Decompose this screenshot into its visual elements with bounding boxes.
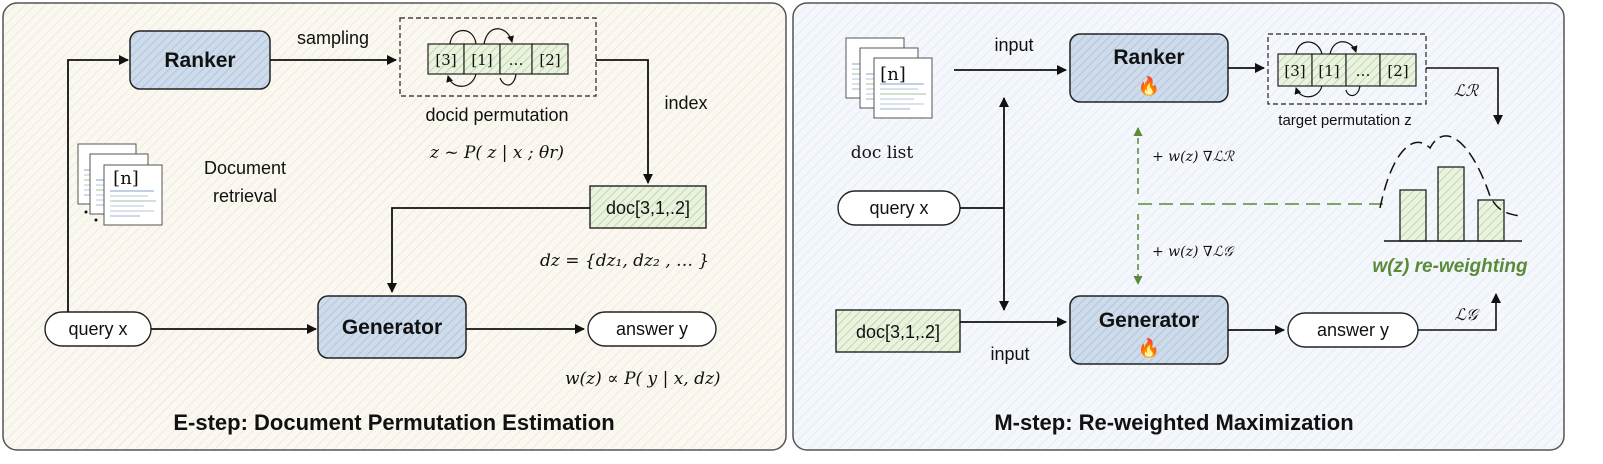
m-loss-r-label: ℒℛ <box>1454 81 1480 100</box>
e-swap-arc-top-2 <box>483 28 514 45</box>
m-answer-label: answer y <box>1317 320 1389 340</box>
m-step-panel: [n] doc list input Ranker 🔥 [3] [1] … [2… <box>792 2 1565 451</box>
m-target-perm-label: target permutation z <box>1278 112 1411 129</box>
m-doc-box <box>835 309 961 353</box>
m-reweight-curve <box>1379 135 1521 217</box>
m-loss-g-label: ℒ𝒢 <box>1455 305 1481 324</box>
m-reweight-bar <box>1437 166 1465 242</box>
e-perm-cell-2-text: [1] <box>471 51 492 69</box>
m-input-top-label: input <box>994 35 1033 55</box>
e-generator-label: Generator <box>342 316 442 339</box>
m-doc-stack-label: [n] <box>880 64 906 85</box>
e-sampling-label: sampling <box>297 28 369 48</box>
m-doc-list-label: doc list <box>851 143 914 163</box>
e-perm-cell-4-text: [2] <box>539 51 560 69</box>
e-step-title: E-step: Document Permutation Estimation <box>173 410 614 435</box>
e-doc-retrieval-line2: retrieval <box>213 186 277 206</box>
m-query-label: query x <box>869 198 928 218</box>
m-perm-cell-1-text: [3] <box>1284 62 1305 80</box>
e-perm-cell-4 <box>531 43 569 75</box>
e-answer-label: answer y <box>616 319 688 339</box>
e-doc-to-generator-arrow <box>387 207 590 293</box>
e-weight-formula: w(z) ∝ P( y | x, dz) <box>565 369 721 389</box>
m-perm-cell-2-text: [1] <box>1318 62 1339 80</box>
e-query-label: query x <box>68 319 127 339</box>
e-index-arrow <box>596 59 653 184</box>
m-ranker-label: Ranker <box>1113 46 1184 69</box>
m-grad-r-label: + w(z) ∇ℒℛ <box>1152 149 1235 165</box>
e-swap-arc-bottom-1 <box>446 73 477 87</box>
e-doc-box <box>589 185 707 229</box>
m-input-bottom-label: input <box>990 344 1029 364</box>
m-permutation-frame <box>1267 33 1427 105</box>
e-step-panel: Ranker sampling [3] [1] … [2] docid perm… <box>2 2 787 451</box>
m-swap-arc-bottom-2 <box>1345 85 1361 97</box>
m-loss-g-arrow <box>1418 293 1501 331</box>
e-perm-caption: docid permutation <box>425 105 568 125</box>
e-ranker-label: Ranker <box>164 49 235 72</box>
e-perm-cell-3-text: … <box>509 51 524 69</box>
e-answer-pill <box>587 311 717 347</box>
m-ranker-fire-icon: 🔥 <box>1138 75 1160 96</box>
e-document-stack-icon: [n] <box>77 143 163 226</box>
m-perm-cell-4-text: [2] <box>1387 62 1408 80</box>
e-perm-formula: z ~ P( z | x ; θr) <box>429 143 564 163</box>
e-doc-box-label: doc[3,1,.2] <box>606 198 690 218</box>
e-doc-stack-label: [n] <box>113 168 139 189</box>
e-query-to-ranker-arrow <box>67 55 129 312</box>
m-reweight-bars <box>1399 166 1505 242</box>
e-swap-arc-bottom-2 <box>499 73 517 86</box>
m-generator-label: Generator <box>1099 309 1199 332</box>
m-reweight-bar <box>1399 189 1427 242</box>
m-reweight-label: w(z) re-weighting <box>1372 256 1528 277</box>
e-perm-cell-2 <box>463 43 501 75</box>
m-reweight-bar <box>1477 199 1505 242</box>
m-perm-cell-2 <box>1311 53 1347 87</box>
e-generator-block <box>317 295 467 359</box>
e-perm-cell-1 <box>427 43 465 75</box>
e-permutation-frame <box>399 17 597 97</box>
e-perm-cell-1-text: [3] <box>435 51 456 69</box>
e-swap-arc-top-1 <box>449 29 477 45</box>
m-swap-arc-bottom-1 <box>1294 85 1323 98</box>
e-doc-retrieval-line1: Document <box>204 158 286 178</box>
m-perm-cell-3 <box>1345 53 1381 87</box>
m-doc-box-label: doc[3,1,.2] <box>856 322 940 342</box>
m-loss-r-arrow <box>1426 67 1503 125</box>
m-document-stack-icon: [n] <box>845 37 933 119</box>
m-perm-cell-1 <box>1277 53 1313 87</box>
e-index-label: index <box>664 93 707 113</box>
m-generator-fire-icon: 🔥 <box>1138 337 1160 358</box>
m-step-title: M-step: Re-weighted Maximization <box>994 410 1353 435</box>
m-grad-g-label: + w(z) ∇ℒ𝒢 <box>1152 244 1235 260</box>
m-swap-arc-top-2 <box>1329 41 1358 55</box>
m-swap-arc-top-1 <box>1295 41 1323 55</box>
m-perm-cell-3-text: … <box>1356 62 1371 80</box>
m-perm-cell-4 <box>1379 53 1417 87</box>
e-dz-formula: dz = {dz₁, dz₂ , … } <box>540 251 709 271</box>
